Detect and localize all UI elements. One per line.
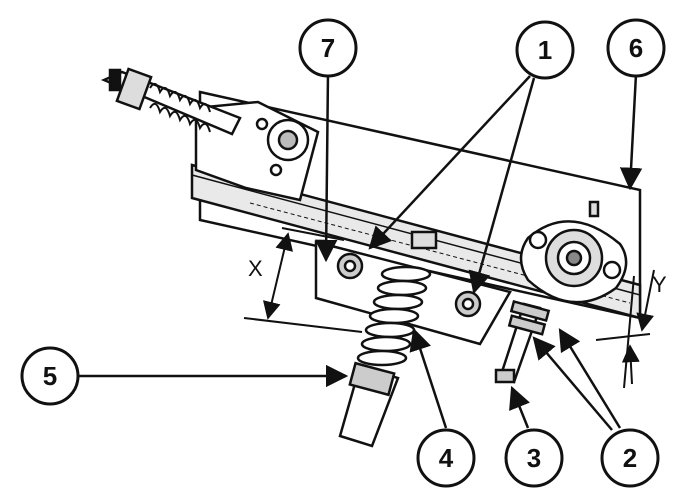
dimension-x-label: X	[248, 256, 263, 281]
svg-text:4: 4	[439, 443, 454, 473]
svg-text:5: 5	[43, 361, 57, 391]
callout-6: 6	[606, 18, 666, 78]
leader-lines	[78, 71, 643, 431]
callout-2: 2	[600, 428, 660, 488]
callout-3: 3	[504, 428, 564, 488]
svg-text:7: 7	[321, 33, 335, 63]
callout-1: 1	[515, 20, 575, 80]
svg-text:3: 3	[527, 443, 541, 473]
compression-spring	[356, 265, 432, 367]
bearing-flange	[519, 200, 628, 304]
spring-rod	[338, 361, 400, 448]
callout-7: 7	[298, 18, 358, 78]
adjusting-rod-assembly	[100, 67, 242, 136]
dimension-x	[243, 227, 363, 333]
callout-5: 5	[20, 346, 80, 406]
dimension-y-label: Y	[652, 272, 667, 297]
svg-text:1: 1	[538, 35, 552, 65]
svg-text:2: 2	[623, 443, 637, 473]
svg-text:6: 6	[629, 33, 643, 63]
callout-4: 4	[416, 428, 476, 488]
adjusting-bolt	[494, 299, 551, 384]
dimension-y	[595, 269, 655, 389]
